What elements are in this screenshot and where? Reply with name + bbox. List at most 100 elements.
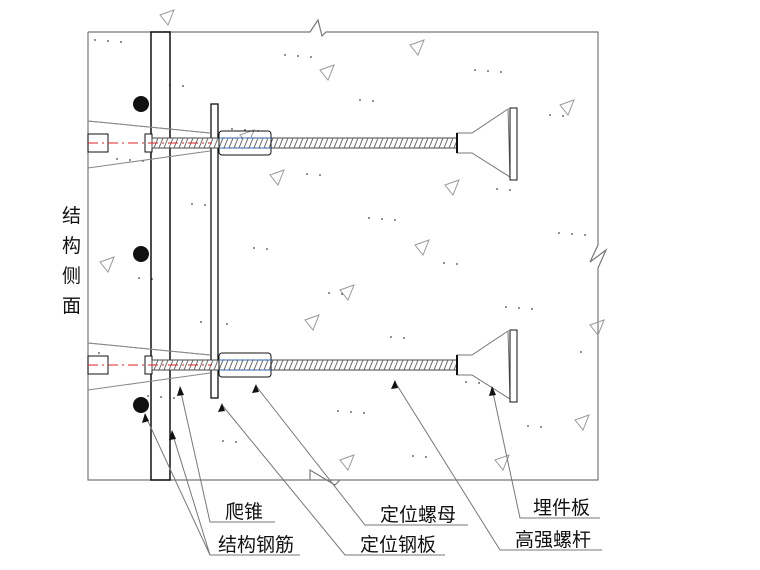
aggregate-dot: [107, 40, 109, 42]
bolt-thread: [278, 137, 284, 149]
bolt-thread: [313, 359, 319, 371]
embedded-cone: [456, 330, 511, 400]
aggregate-dot: [182, 85, 184, 87]
aggregate-triangle: [159, 9, 175, 26]
bolt-thread: [183, 137, 189, 149]
aggregate-dot: [368, 217, 370, 219]
aggregate-dot: [540, 426, 542, 428]
concrete-outline: [87, 18, 608, 486]
aggregate-triangle: [559, 99, 575, 116]
aggregate-dot: [350, 411, 352, 413]
aggregate-dot: [160, 396, 162, 398]
bolt-thread: [428, 137, 434, 149]
bolt-thread: [418, 359, 424, 371]
bolt-thread: [258, 137, 264, 149]
aggregate-dot: [465, 381, 467, 383]
bolt-thread: [398, 137, 404, 149]
bolt-thread: [403, 137, 409, 149]
climbing-cone-outline: [87, 372, 211, 391]
climbing-cone-outline: [87, 120, 211, 134]
bolt-thread: [293, 137, 299, 149]
positioning-nut: [218, 352, 272, 378]
bolt-thread: [323, 137, 329, 149]
bolt-thread: [383, 359, 389, 371]
bolt-thread: [263, 359, 269, 371]
bolt-thread: [298, 137, 304, 149]
bolt-thread: [223, 137, 229, 149]
aggregate-dot: [266, 248, 268, 250]
aggregate-triangle: [589, 319, 605, 336]
positioning-steel-plate: [210, 103, 219, 399]
aggregate-dot: [359, 99, 361, 101]
bolt-thread: [433, 137, 439, 149]
bolt-thread: [248, 137, 254, 149]
aggregate-dot: [425, 456, 427, 458]
bolt-thread: [353, 359, 359, 371]
bolt-thread: [158, 359, 164, 371]
aggregate-dot: [116, 158, 118, 160]
bolt-thread: [298, 359, 304, 371]
aggregate-dot: [394, 219, 396, 221]
aggregate-triangle: [409, 39, 425, 56]
aggregate-dot: [505, 306, 507, 308]
side-label-char: 结: [62, 205, 81, 227]
bolt-thread: [358, 359, 364, 371]
aggregate-dot: [226, 323, 228, 325]
aggregate-dot: [284, 54, 286, 56]
side-label-char: 构: [62, 235, 81, 257]
aggregate-dot: [403, 337, 405, 339]
aggregate-triangle: [99, 256, 115, 273]
bolt-thread: [198, 137, 204, 149]
aggregate-dot: [244, 129, 246, 131]
aggregate-dot: [478, 382, 480, 384]
bolt-thread: [253, 359, 259, 371]
aggregate-dot: [173, 397, 175, 399]
bolt-thread: [428, 359, 434, 371]
bolt-thread: [283, 359, 289, 371]
bolt-thread: [343, 137, 349, 149]
bolt-thread: [273, 359, 279, 371]
bolt-thread: [388, 137, 394, 149]
aggregate-dot: [496, 188, 498, 190]
bolt-thread: [218, 359, 224, 371]
bolt-thread: [213, 359, 219, 371]
aggregate-dot: [120, 41, 122, 43]
aggregate-dot: [443, 262, 445, 264]
bolt-thread: [443, 359, 449, 371]
bolt-thread: [243, 137, 249, 149]
side-label: 结 构 侧 面: [62, 205, 81, 317]
aggregate-dot: [191, 203, 193, 205]
bolt-thread: [423, 359, 429, 371]
bolt-thread: [163, 137, 169, 149]
anchor-assembly: [87, 107, 518, 181]
side-label-char: 面: [62, 295, 81, 317]
bolt-thread: [278, 359, 284, 371]
aggregate-dot: [253, 247, 255, 249]
bolt-thread: [353, 137, 359, 149]
bolt-thread: [388, 359, 394, 371]
bolt-thread: [413, 137, 419, 149]
bolt-thread: [448, 359, 454, 371]
label-climbing-cone: 爬锥: [225, 501, 263, 523]
aggregate-triangle: [269, 169, 285, 186]
aggregate-dot: [381, 218, 383, 220]
side-label-char: 侧: [62, 265, 81, 287]
aggregate-dot: [306, 173, 308, 175]
aggregate-dot: [390, 336, 392, 338]
bolt-thread: [233, 137, 239, 149]
bolt-thread: [413, 359, 419, 371]
rebar-dot: [133, 96, 149, 112]
wall-panel: [150, 31, 171, 481]
aggregate-triangle: [414, 239, 430, 256]
leader-arrows: [142, 380, 496, 440]
label-embedded-plate: 埋件板: [533, 497, 590, 519]
bolt-thread: [253, 137, 259, 149]
embedded-plate: [509, 107, 518, 181]
bolt-thread: [328, 359, 334, 371]
bolt-thread: [363, 359, 369, 371]
aggregate-triangle: [494, 454, 510, 471]
bolt-thread: [403, 359, 409, 371]
aggregate-dot: [527, 425, 529, 427]
bolt-thread: [313, 137, 319, 149]
bolt-thread: [358, 137, 364, 149]
